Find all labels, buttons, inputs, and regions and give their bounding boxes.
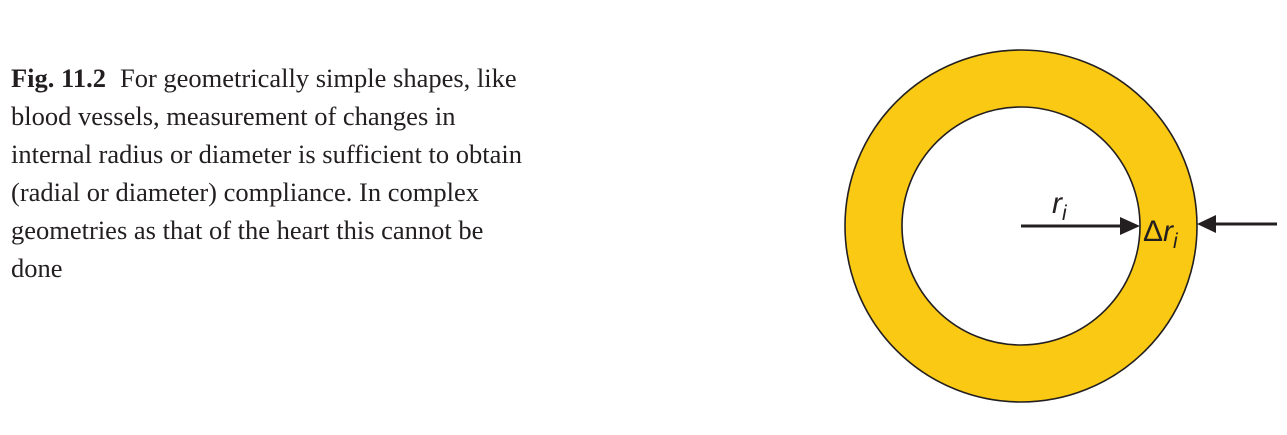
wall-thickness-arrowhead bbox=[1197, 215, 1216, 233]
wall-thickness-label: Δri bbox=[1143, 215, 1179, 253]
wall-thickness-label-main: r bbox=[1163, 215, 1174, 248]
inner-radius-label-sub: i bbox=[1062, 202, 1068, 225]
wall-thickness-label-prefix: Δ bbox=[1143, 215, 1163, 248]
figure-label: Fig. 11.2 bbox=[11, 63, 106, 93]
inner-radius-arrowhead bbox=[1120, 217, 1140, 235]
wall-thickness-label-sub: i bbox=[1173, 230, 1179, 253]
caption-text: For geometrically simple shapes, like bl… bbox=[11, 63, 522, 283]
inner-radius-label: ri bbox=[1052, 187, 1068, 225]
inner-radius-label-main: r bbox=[1052, 187, 1063, 220]
